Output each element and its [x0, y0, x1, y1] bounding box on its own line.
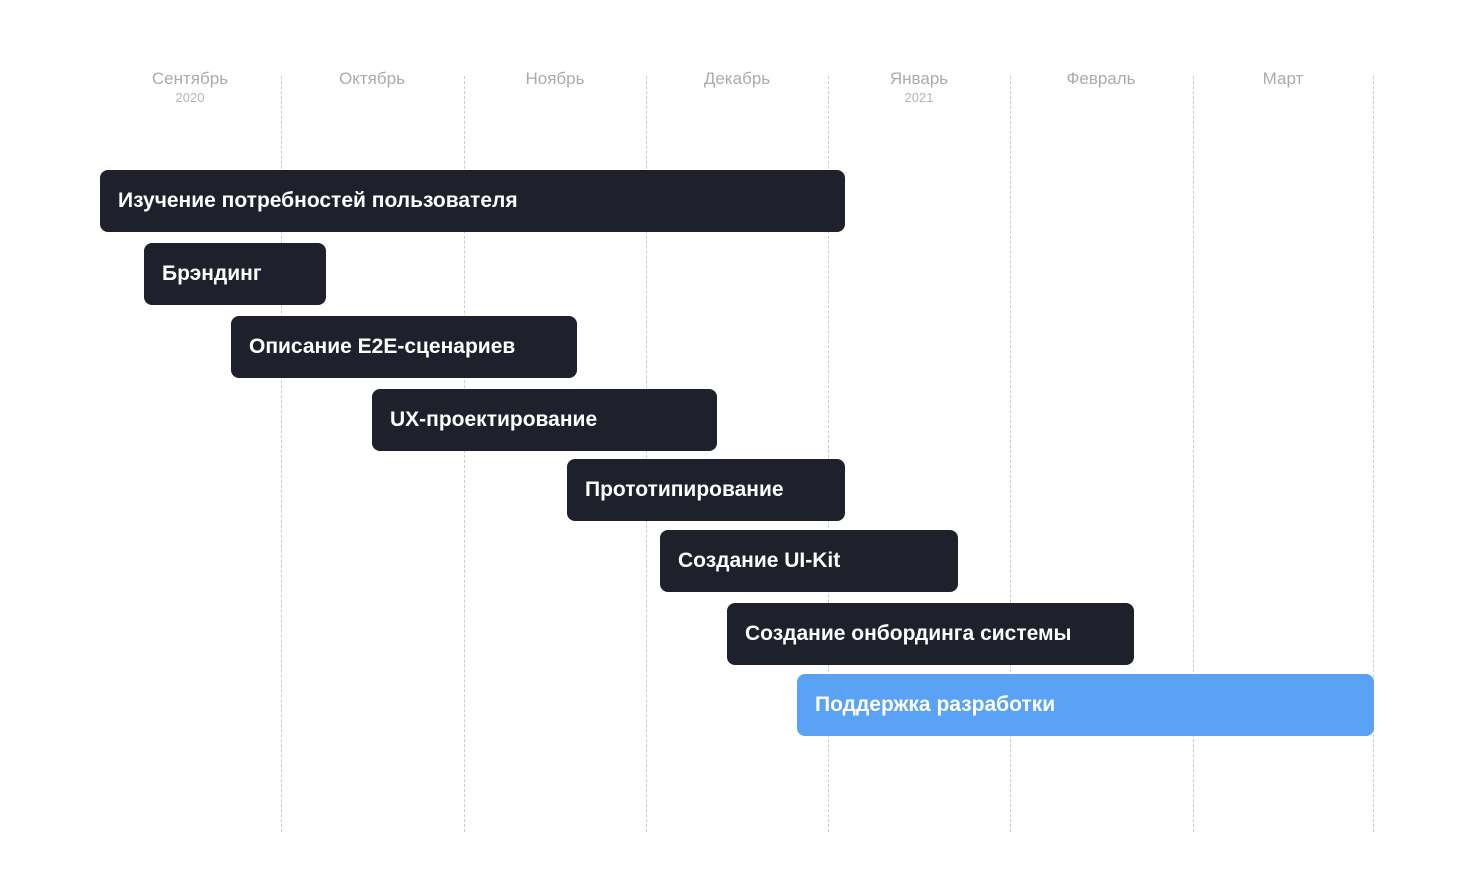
- month-divider: [828, 76, 829, 832]
- month-label: Январь: [889, 69, 949, 88]
- task-label: Описание E2E-сценариев: [249, 335, 516, 358]
- month-label: Октябрь: [339, 69, 405, 88]
- task-label: UX-проектирование: [390, 408, 598, 431]
- task-bar-e2e-scenarios: Описание E2E-сценариев: [231, 316, 577, 378]
- task-bar-ux-design: UX-проектирование: [372, 389, 717, 451]
- month-header-september: Сентябрь 2020: [100, 68, 280, 106]
- task-bar-ui-kit: Создание UI-Kit: [660, 530, 958, 592]
- month-header-november: Ноябрь: [465, 68, 645, 90]
- month-header-december: Декабрь: [647, 68, 827, 90]
- month-label: Декабрь: [703, 69, 771, 88]
- task-bar-onboarding: Создание онбординга системы: [727, 603, 1134, 665]
- month-divider: [1010, 76, 1011, 832]
- task-label: Прототипирование: [585, 478, 784, 501]
- task-label: Создание UI-Kit: [678, 549, 841, 572]
- task-bar-prototyping: Прототипирование: [567, 459, 845, 521]
- month-label: Март: [1262, 69, 1304, 88]
- month-divider: [1193, 76, 1194, 832]
- task-bar-dev-support: Поддержка разработки: [797, 674, 1374, 736]
- month-label: Февраль: [1066, 69, 1136, 88]
- month-header-march: Март: [1193, 68, 1373, 90]
- month-divider: [1373, 76, 1374, 832]
- task-label: Изучение потребностей пользователя: [118, 189, 518, 212]
- month-label: Ноябрь: [525, 69, 585, 88]
- month-divider: [646, 76, 647, 832]
- month-header-january: Январь 2021: [829, 68, 1009, 106]
- task-label: Брэндинг: [162, 262, 262, 285]
- task-label: Поддержка разработки: [815, 693, 1056, 716]
- month-header-october: Октябрь: [282, 68, 462, 90]
- task-bar-branding: Брэндинг: [144, 243, 326, 305]
- task-bar-user-research: Изучение потребностей пользователя: [100, 170, 845, 232]
- year-label: 2020: [175, 90, 205, 105]
- month-header-february: Февраль: [1011, 68, 1191, 90]
- month-divider: [464, 76, 465, 832]
- task-label: Создание онбординга системы: [745, 622, 1072, 645]
- month-label: Сентябрь: [151, 69, 229, 88]
- year-label: 2021: [904, 90, 934, 105]
- month-divider: [281, 76, 282, 832]
